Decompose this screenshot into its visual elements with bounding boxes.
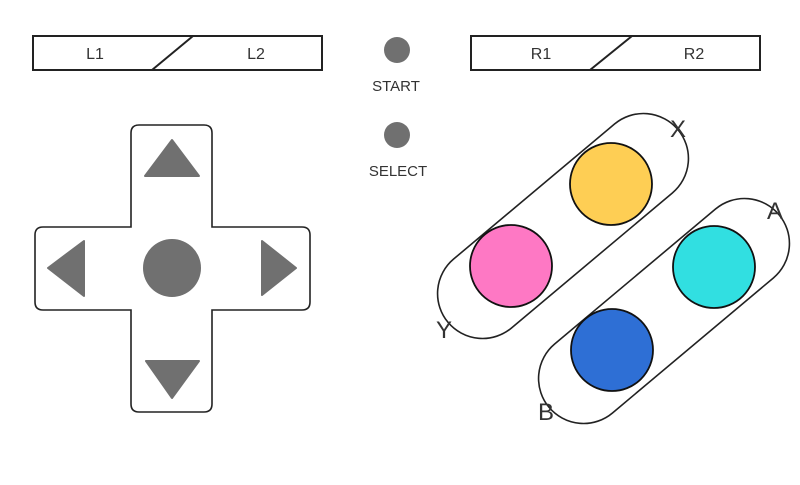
start-label: START — [372, 78, 420, 95]
r2-label: R2 — [684, 46, 705, 63]
a-button[interactable] — [672, 225, 756, 309]
dpad-left-arrow-icon[interactable] — [47, 240, 85, 297]
ab-pill-outline — [537, 197, 791, 425]
l1-button[interactable]: L1 — [86, 46, 104, 63]
x-label: X — [670, 116, 686, 143]
dpad-down-arrow-icon[interactable] — [145, 360, 200, 399]
l1-label: L1 — [86, 46, 104, 63]
left-shoulder: L1 L2 — [32, 35, 323, 71]
r1-button[interactable]: R1 — [531, 46, 552, 63]
b-button[interactable] — [570, 308, 654, 392]
b-label: B — [538, 399, 554, 426]
a-label: A — [767, 198, 783, 225]
r2-button[interactable]: R2 — [684, 46, 705, 63]
l2-button[interactable]: L2 — [247, 46, 265, 63]
xy-pill-outline — [436, 112, 690, 340]
select-label: SELECT — [369, 163, 427, 180]
select-button[interactable]: SELECT — [369, 122, 427, 180]
l2-label: L2 — [247, 46, 265, 63]
xy-button-group: X Y — [436, 112, 690, 344]
start-dot-icon[interactable] — [384, 37, 410, 63]
y-label: Y — [436, 317, 452, 344]
select-dot-icon[interactable] — [384, 122, 410, 148]
dpad — [34, 124, 311, 413]
y-button[interactable] — [469, 224, 553, 308]
right-shoulder-divider — [589, 35, 633, 71]
r1-label: R1 — [531, 46, 552, 63]
left-shoulder-divider — [151, 35, 194, 71]
right-shoulder-frame — [470, 35, 761, 71]
start-button[interactable]: START — [372, 37, 420, 95]
x-button[interactable] — [569, 142, 653, 226]
ab-button-group: A B — [537, 197, 791, 426]
right-shoulder: R1 R2 — [470, 35, 761, 71]
dpad-up-arrow-icon[interactable] — [144, 139, 200, 177]
left-shoulder-frame — [32, 35, 323, 71]
dpad-center-icon[interactable] — [143, 239, 201, 297]
dpad-right-arrow-icon[interactable] — [261, 240, 297, 296]
